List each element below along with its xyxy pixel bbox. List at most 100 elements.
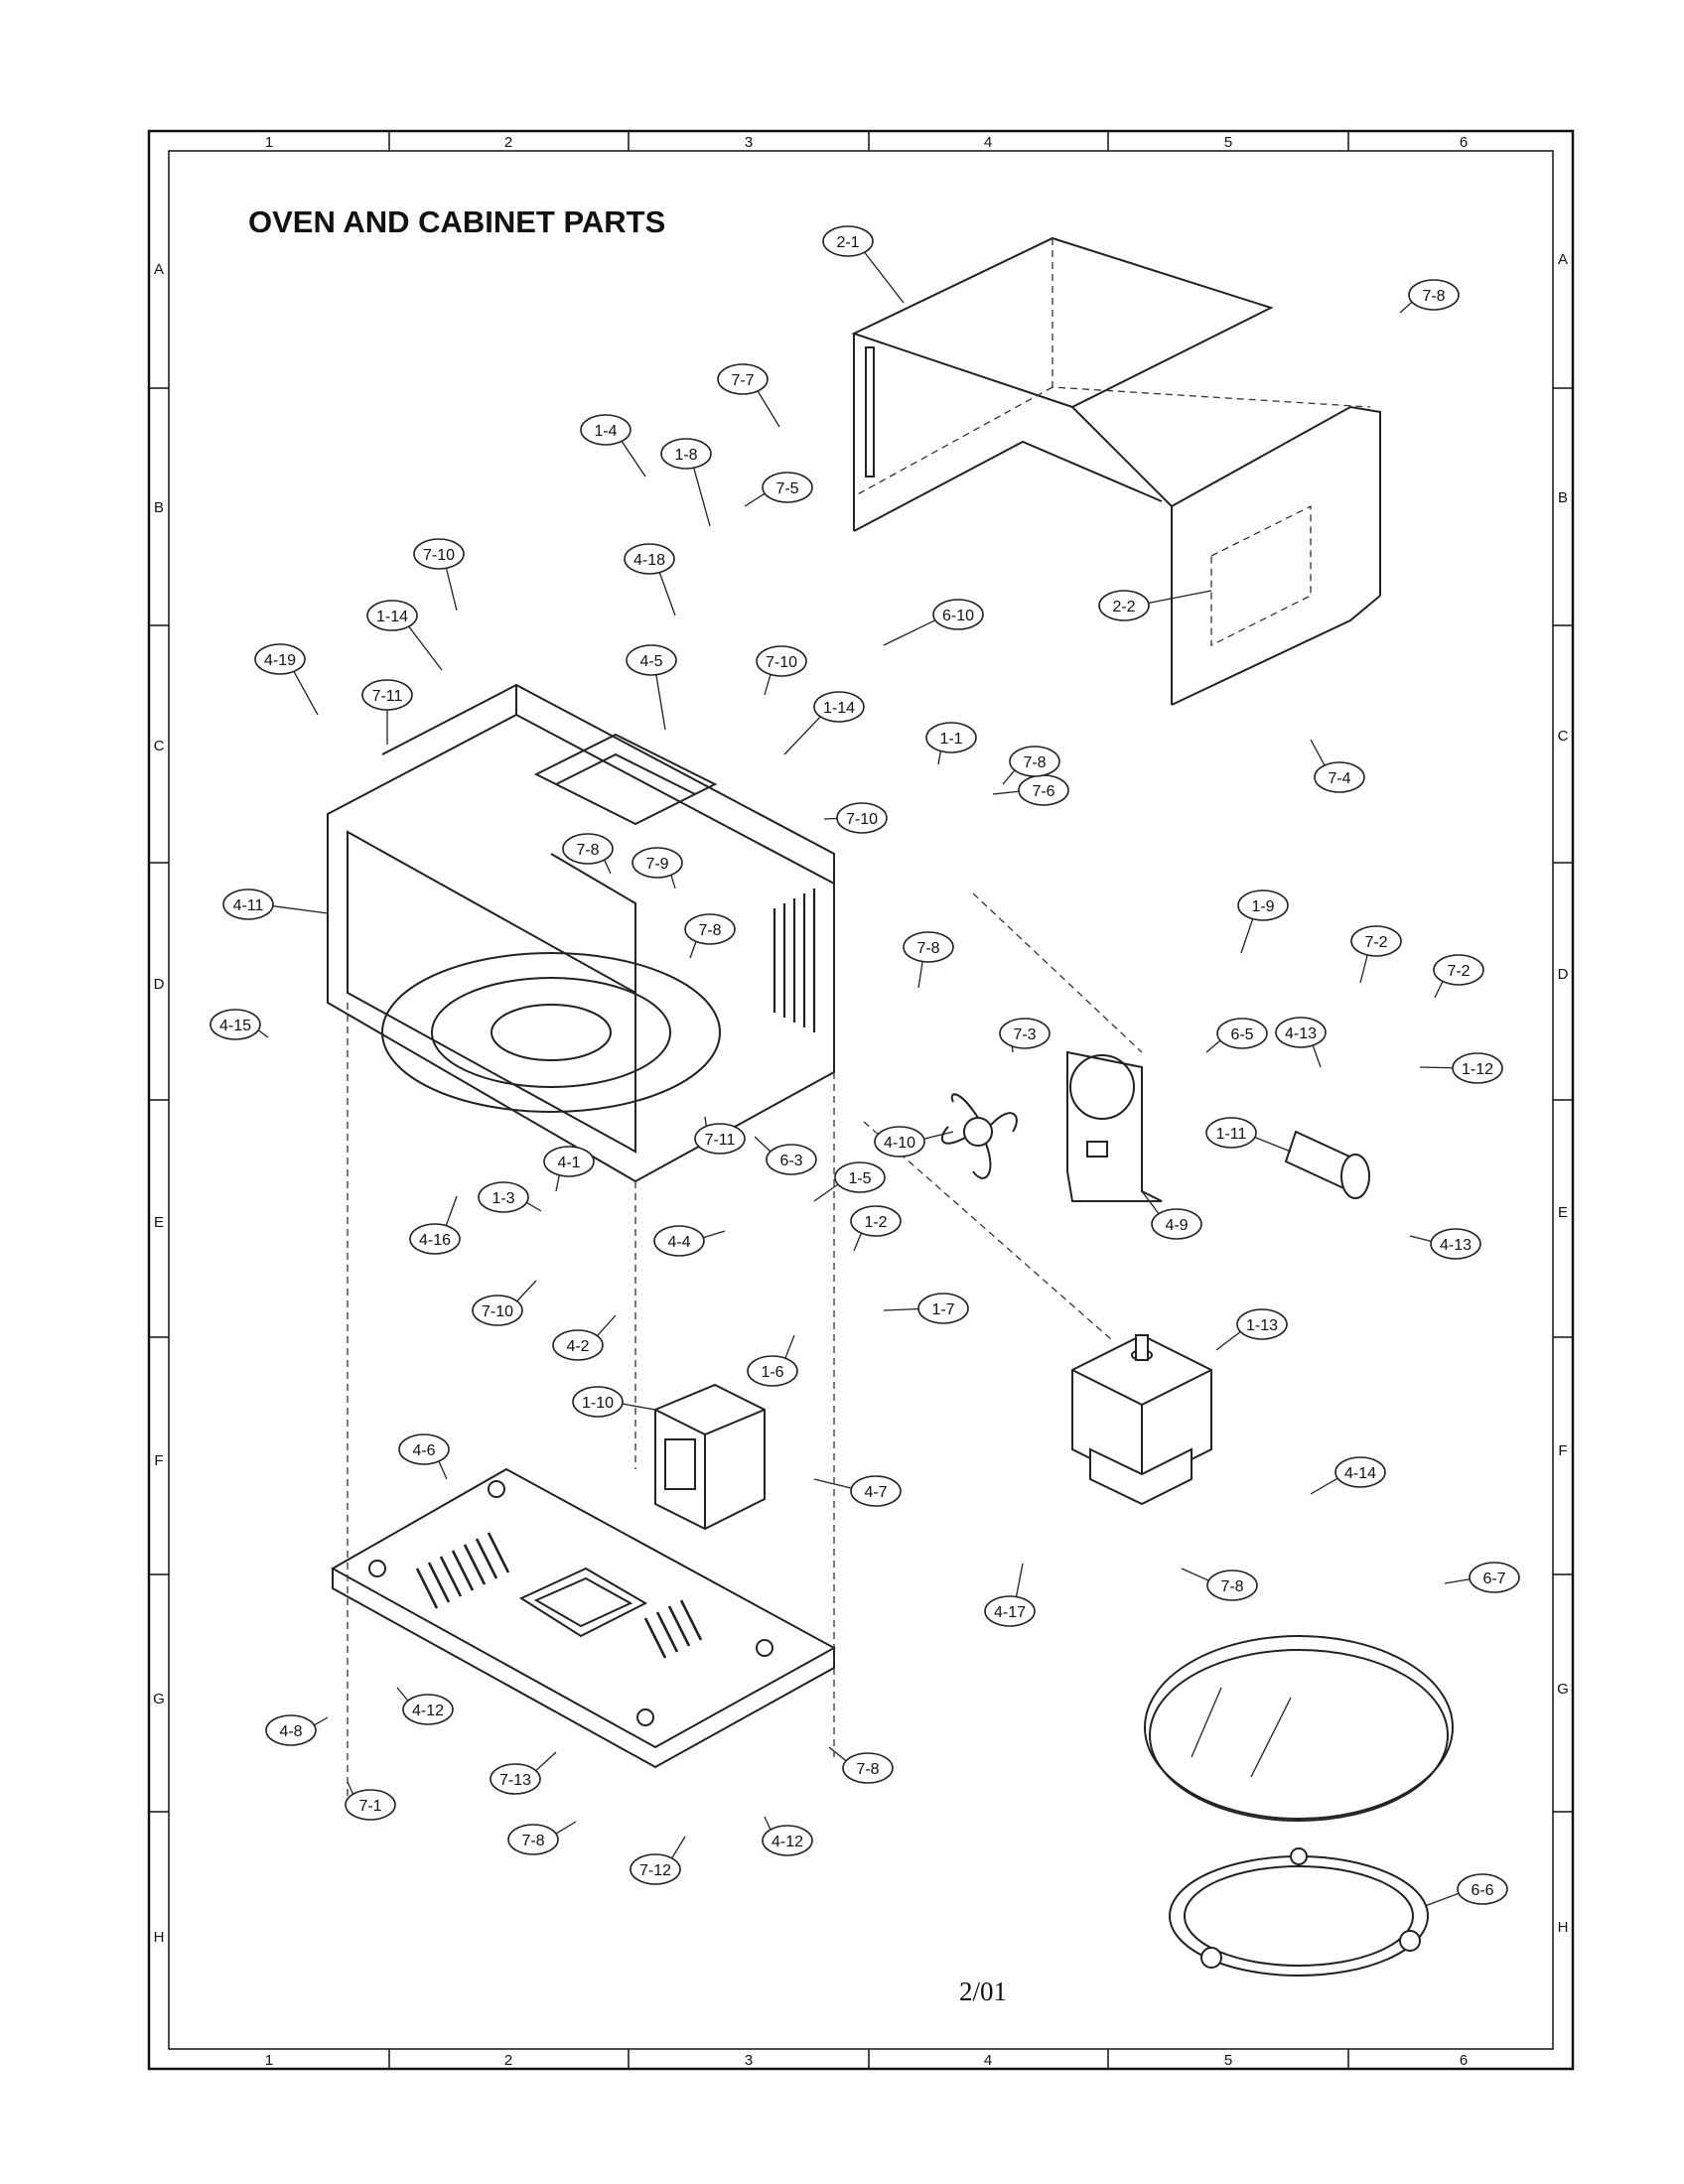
callout-label: 1-8	[674, 447, 697, 464]
zone-row-left: A	[154, 261, 164, 278]
callout-bubble	[925, 722, 977, 753]
callout-label: 4-15	[219, 1018, 251, 1034]
callout-label: 7-8	[576, 842, 599, 859]
callout-leader-line	[670, 1836, 686, 1859]
part-callout: 7-5	[744, 472, 813, 507]
callout-label: 4-2	[566, 1338, 589, 1355]
callout-leader-line	[744, 492, 767, 507]
callout-bubble	[1469, 1562, 1520, 1593]
part-callout: 4-15	[210, 1009, 269, 1040]
callout-bubble	[1457, 1873, 1508, 1905]
callout-bubble	[402, 1694, 454, 1725]
callout-label: 1-2	[864, 1214, 887, 1231]
callout-leader-line	[271, 904, 329, 914]
callout-label: 1-6	[761, 1364, 783, 1381]
part-callout: 1-12	[1419, 1052, 1503, 1084]
callout-label: 6-6	[1471, 1882, 1493, 1899]
part-callout: 4-2	[552, 1314, 617, 1361]
oven-cavity-drawing	[327, 683, 835, 1183]
part-callout: 4-8	[265, 1714, 329, 1746]
assembly-guides	[347, 892, 1143, 1807]
callout-bubble	[366, 600, 418, 631]
callout-bubble	[409, 1223, 461, 1255]
part-callout: 4-6	[398, 1433, 450, 1480]
part-callout: 1-6	[747, 1334, 798, 1387]
callout-label: 4-5	[639, 653, 662, 670]
callout-bubble	[1350, 925, 1402, 957]
callout-bubble	[630, 1853, 681, 1885]
zone-col-top: 1	[265, 134, 273, 151]
zone-col-bottom: 1	[265, 2052, 273, 2069]
callout-label: 4-14	[1344, 1465, 1376, 1482]
callout-label: 7-8	[521, 1833, 544, 1849]
callout-leader-line	[292, 670, 319, 716]
part-callout: 7-8	[562, 833, 614, 875]
callout-bubble	[562, 833, 614, 865]
callout-bubble	[874, 1126, 925, 1158]
zone-col-top: 6	[1460, 134, 1468, 151]
callout-bubble	[850, 1475, 902, 1507]
callout-bubble	[842, 1752, 894, 1784]
callout-leader-line	[655, 673, 666, 731]
part-callout: 7-8	[1181, 1568, 1258, 1601]
callout-leader-line	[813, 1478, 853, 1489]
part-callout: 1-4	[580, 414, 646, 478]
callout-bubble	[917, 1293, 969, 1324]
callout-leader-line	[670, 874, 676, 889]
callout-bubble	[834, 1161, 886, 1193]
callout-leader-line	[621, 1403, 656, 1411]
callout-bubble	[1151, 1208, 1202, 1240]
callout-label: 7-7	[731, 372, 754, 389]
zone-col-bottom: 6	[1460, 2052, 1468, 2069]
callout-leader-line	[917, 960, 923, 989]
callout-label: 4-12	[772, 1834, 803, 1850]
callout-label: 6-7	[1482, 1570, 1505, 1587]
callout-leader-line	[783, 715, 822, 755]
callout-label: 7-8	[1220, 1578, 1243, 1595]
callout-leader-line	[937, 750, 942, 765]
callout-bubble	[1009, 746, 1060, 777]
callout-label: 7-9	[645, 856, 668, 873]
zone-col-top: 5	[1224, 134, 1232, 151]
part-callout: 7-2	[1433, 954, 1484, 999]
callout-leader-line	[823, 817, 839, 820]
callout-bubble	[762, 1825, 813, 1856]
callout-leader-line	[922, 1131, 954, 1141]
callout-leader-line	[883, 618, 937, 646]
part-callout: 7-4	[1310, 739, 1365, 793]
callout-bubble	[762, 472, 813, 503]
part-callout: 4-12	[762, 1816, 813, 1856]
part-callout: 4-5	[626, 644, 677, 731]
part-callout: 7-12	[630, 1836, 686, 1885]
callout-leader-line	[515, 1280, 537, 1302]
callout-leader-line	[445, 1195, 458, 1227]
callout-bubble	[398, 1433, 450, 1465]
callout-label: 4-13	[1285, 1025, 1317, 1042]
callout-label: 4-4	[667, 1234, 690, 1251]
callout-label: 7-5	[775, 480, 798, 497]
callout-bubble	[1430, 1228, 1481, 1260]
callout-bubble	[932, 599, 984, 630]
callout-leader-line	[1310, 739, 1327, 767]
callout-label: 7-13	[499, 1772, 531, 1789]
zone-col-top: 2	[504, 134, 512, 151]
callout-bubble	[580, 414, 632, 446]
part-callout: 4-10	[874, 1126, 954, 1158]
zone-row-right: D	[1558, 966, 1569, 983]
callout-leader-line	[692, 467, 711, 527]
callout-leader-line	[1444, 1578, 1472, 1584]
callout-bubble	[632, 847, 683, 879]
callout-leader-line	[883, 1307, 920, 1311]
callout-bubble	[836, 802, 888, 834]
callout-leader-line	[1141, 1190, 1161, 1215]
callout-bubble	[717, 363, 769, 395]
callout-leader-line	[1434, 980, 1444, 999]
callout-label: 4-12	[412, 1703, 444, 1719]
callout-label: 7-3	[1013, 1026, 1036, 1043]
zone-row-right: E	[1558, 1204, 1568, 1221]
callout-label: 4-11	[233, 897, 264, 914]
callout-label: 7-11	[372, 688, 403, 705]
callout-label: 4-18	[633, 552, 665, 569]
zone-col-top: 3	[745, 134, 753, 151]
callout-leader-line	[347, 1781, 354, 1796]
